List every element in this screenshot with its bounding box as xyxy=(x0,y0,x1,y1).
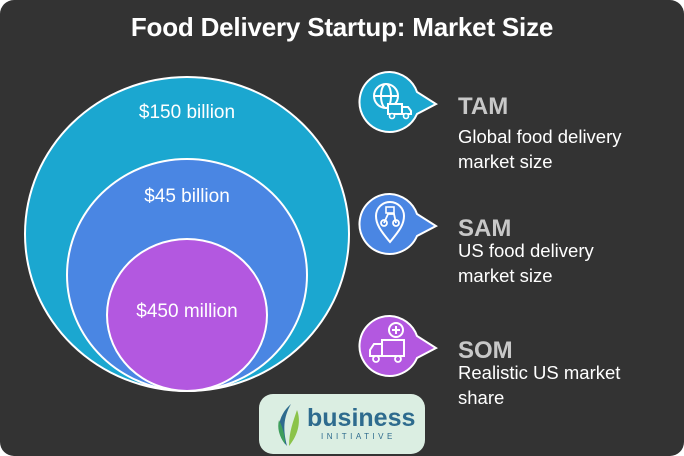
tam-description-line2: market size xyxy=(458,151,553,172)
som-circle: $450 million xyxy=(106,238,268,392)
sam-label: SAM xyxy=(458,215,512,242)
logo-subtext: INITIATIVE xyxy=(321,432,396,441)
location-pin-scooter-icon xyxy=(358,192,442,256)
sam-description-line1: US food delivery xyxy=(458,240,594,261)
som-description-line2: share xyxy=(458,387,505,408)
som-description-line1: Realistic US market xyxy=(458,362,621,383)
sam-value: $45 billion xyxy=(144,186,230,207)
logo-wordmark: business xyxy=(307,404,416,432)
som-label: SOM xyxy=(458,337,513,364)
business-initiative-logo: business INITIATIVE xyxy=(259,394,425,454)
som-value: $450 million xyxy=(136,301,238,322)
sam-description-line2: market size xyxy=(458,265,553,286)
delivery-truck-plus-icon xyxy=(358,314,442,378)
page-title: Food Delivery Startup: Market Size xyxy=(130,12,554,42)
tam-label: TAM xyxy=(458,93,509,120)
tam-value: $150 billion xyxy=(138,102,236,123)
leaf-logo-icon xyxy=(278,404,299,446)
globe-delivery-truck-icon xyxy=(358,70,442,134)
tam-description-line1: Global food delivery xyxy=(458,126,622,147)
